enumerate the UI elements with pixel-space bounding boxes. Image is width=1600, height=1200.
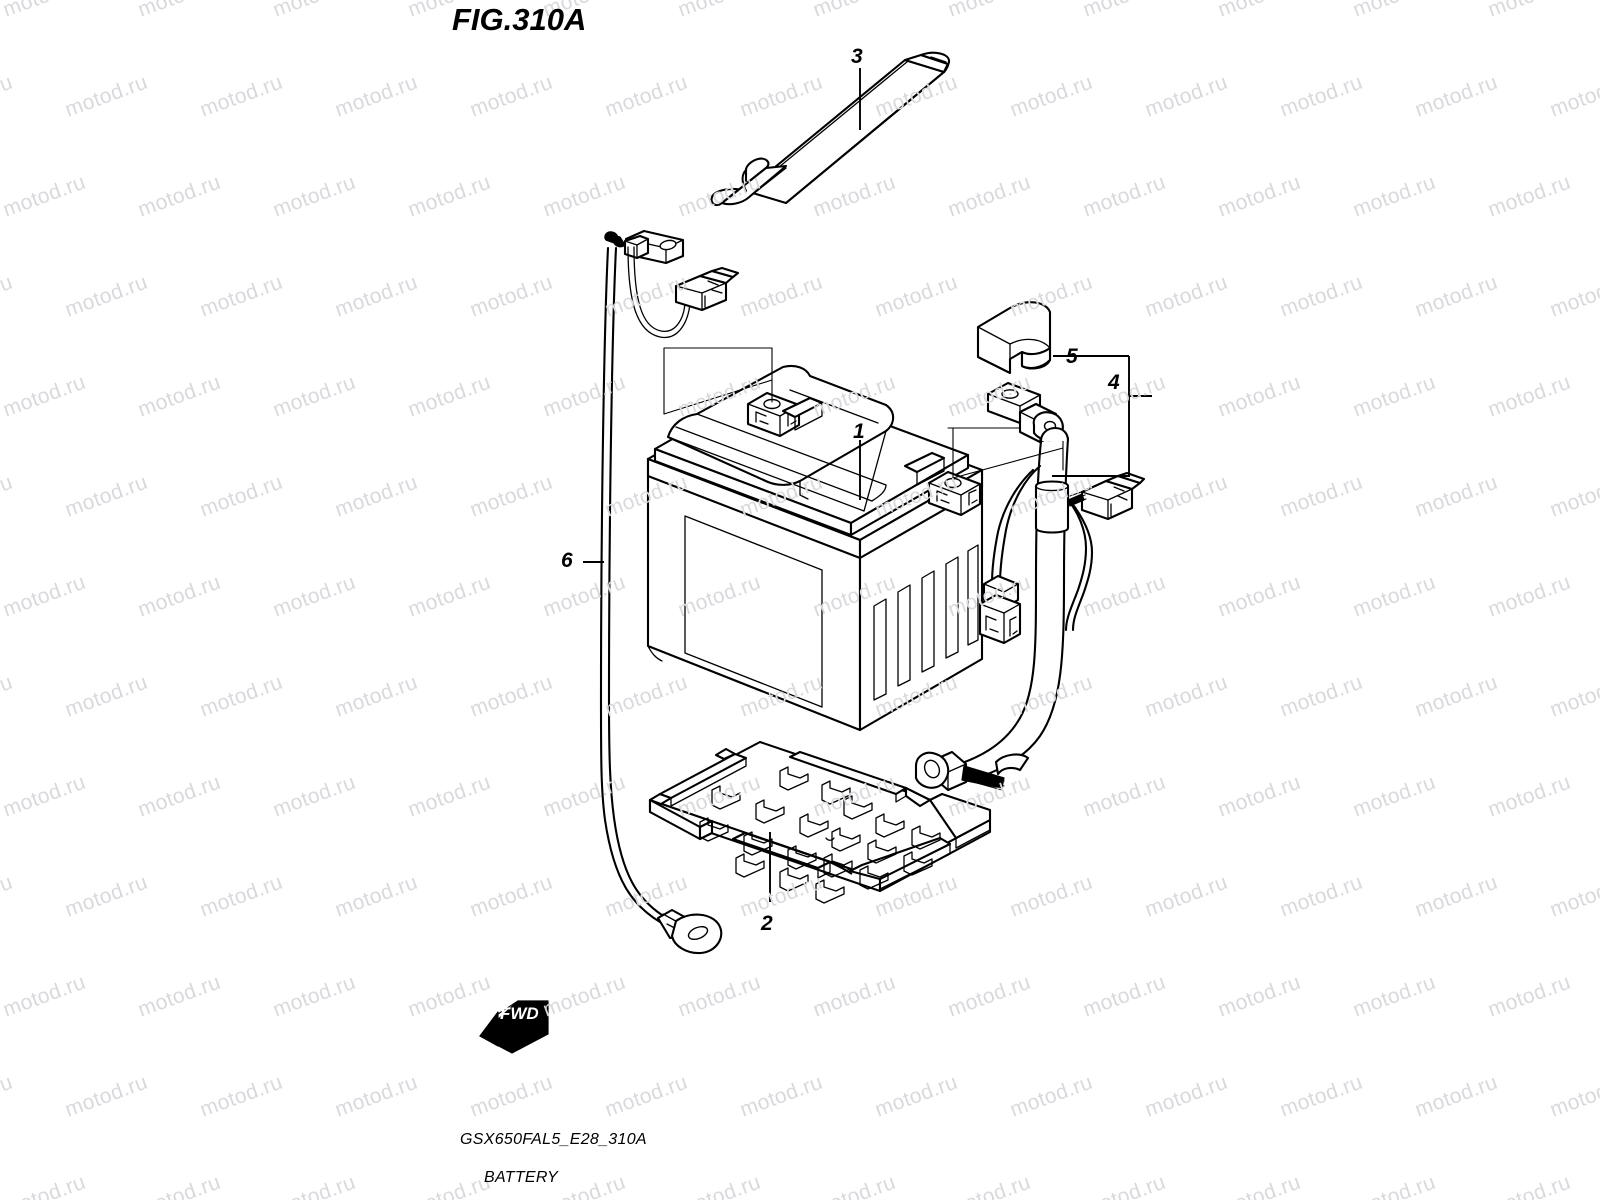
callout-6: 6 xyxy=(561,549,573,572)
footer-figure-name: BATTERY xyxy=(484,1169,559,1186)
part-3-battery-holder-band xyxy=(710,51,951,207)
footer-figure-code: GSX650FAL5_E28_310A xyxy=(460,1131,647,1148)
part-6-battery-lead-wire xyxy=(583,229,740,955)
fwd-direction-marker xyxy=(479,1000,549,1054)
part-1-battery xyxy=(646,364,984,732)
callout-4: 4 xyxy=(1108,371,1120,394)
figure-title: FIG.310A xyxy=(452,2,587,37)
callout-1: 1 xyxy=(853,420,865,443)
callout-2: 2 xyxy=(761,912,773,935)
fwd-label: FWD xyxy=(500,1004,539,1023)
callout-3: 3 xyxy=(851,45,863,68)
part-4-starter-cable-assembly xyxy=(914,355,1152,792)
part-5-terminal-cover xyxy=(976,301,1088,375)
part-2-battery-tray xyxy=(648,740,992,904)
callout-5: 5 xyxy=(1066,345,1078,368)
